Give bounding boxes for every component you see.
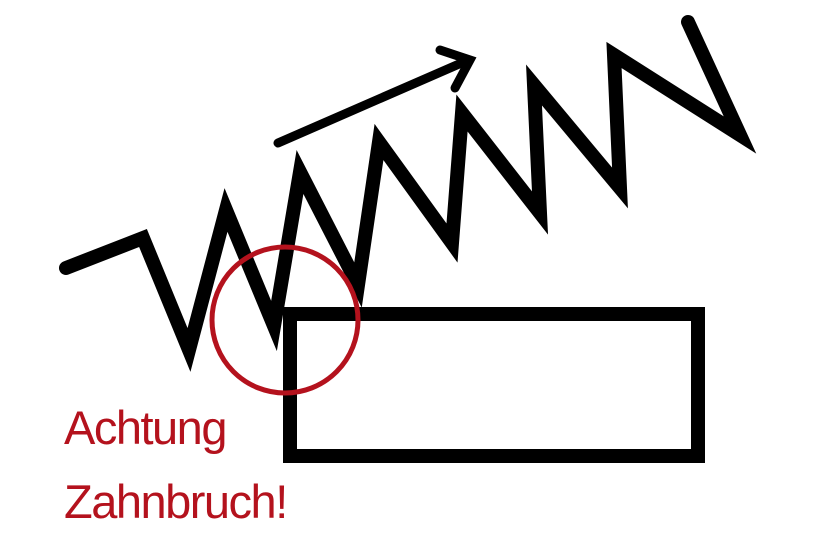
saw-blade-zigzag bbox=[59, 15, 757, 372]
warning-highlight-circle bbox=[209, 244, 361, 396]
workpiece-rectangle bbox=[283, 307, 705, 463]
direction-arrow-head bbox=[435, 45, 477, 93]
direction-arrow-shaft bbox=[273, 56, 471, 148]
warning-label-line-1: Achtung bbox=[64, 401, 227, 454]
warning-label-line-2: Zahnbruch! bbox=[64, 475, 288, 528]
